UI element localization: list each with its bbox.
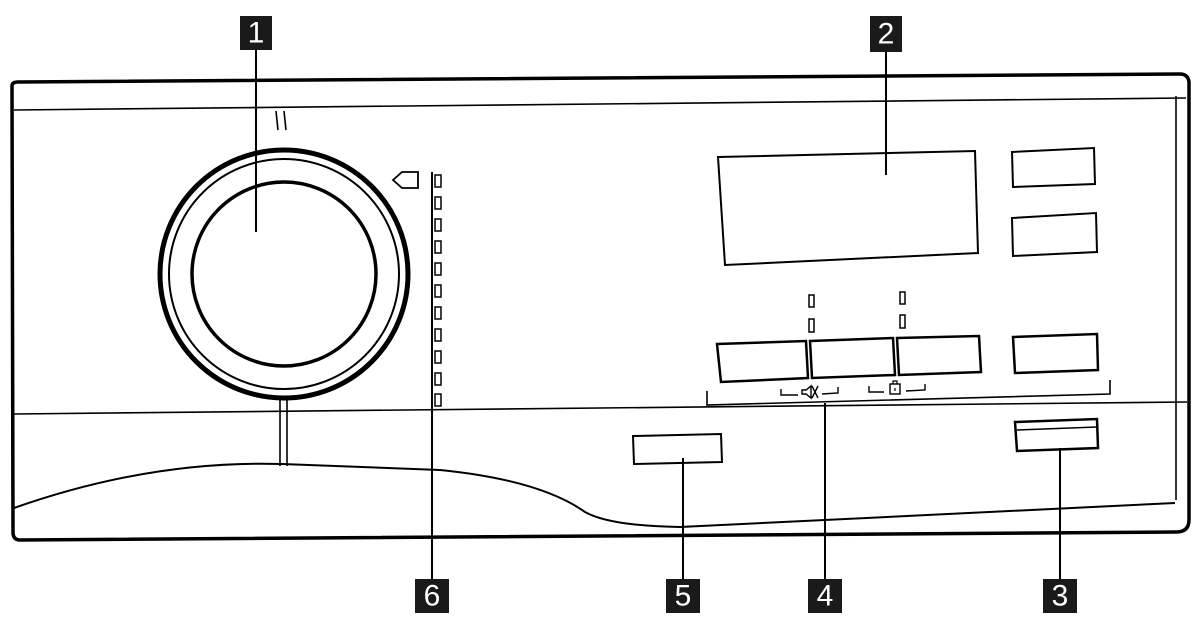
knob-groove-bottom xyxy=(279,400,288,466)
callout-2: 2 xyxy=(870,16,902,52)
option-indicator-light xyxy=(899,291,906,305)
callout-label: 6 xyxy=(424,580,441,613)
callout-label: 1 xyxy=(248,17,265,50)
programme-indicator-light xyxy=(434,196,442,210)
knob-groove-top xyxy=(275,110,287,131)
callout-label: 3 xyxy=(1052,580,1069,613)
option-button-4[interactable] xyxy=(1011,332,1100,375)
callout-1: 1 xyxy=(240,16,272,50)
programme-selector-knob[interactable] xyxy=(157,147,411,401)
tag-icon xyxy=(391,171,419,189)
option-button-1[interactable] xyxy=(715,339,810,384)
programme-indicator-light xyxy=(434,328,442,342)
option-group-bracket xyxy=(706,380,1111,406)
programme-indicator-light xyxy=(434,218,442,232)
programme-indicator-light xyxy=(434,350,442,364)
callout-6: 6 xyxy=(415,579,449,613)
lower-center-button[interactable] xyxy=(631,432,724,466)
programme-indicator-light xyxy=(434,240,442,254)
lock-icon xyxy=(868,380,926,395)
start-pause-button[interactable] xyxy=(1013,417,1100,453)
programme-indicator-light xyxy=(434,262,442,276)
option-indicator-light xyxy=(808,318,815,333)
callout-5: 5 xyxy=(666,579,700,613)
programme-indicator-light xyxy=(434,284,442,298)
programme-indicator-light xyxy=(434,372,442,386)
option-button-3[interactable] xyxy=(895,334,983,377)
programme-indicator-light xyxy=(434,174,442,188)
callout-label: 4 xyxy=(817,580,834,613)
programme-indicator-light xyxy=(434,393,442,407)
programme-indicator-column xyxy=(434,174,442,407)
programme-indicator-light xyxy=(434,306,442,320)
panel-outline xyxy=(10,72,1191,542)
speaker-mute-icon xyxy=(780,384,839,400)
callout-4: 4 xyxy=(808,579,842,613)
panel-top-edge xyxy=(13,97,1187,111)
option-button-2[interactable] xyxy=(808,336,897,380)
display-screen xyxy=(716,149,980,267)
top-right-button[interactable] xyxy=(1010,146,1097,189)
callout-3: 3 xyxy=(1043,579,1077,613)
option-indicator-light xyxy=(899,314,906,329)
option-indicator-light xyxy=(808,294,815,308)
callout-label: 5 xyxy=(675,580,692,613)
callout-label: 2 xyxy=(878,18,895,51)
mid-right-button[interactable] xyxy=(1010,211,1099,258)
panel-lower-edge xyxy=(13,401,1188,415)
drawer-outline xyxy=(13,462,1176,529)
leader-lines xyxy=(255,50,1061,580)
